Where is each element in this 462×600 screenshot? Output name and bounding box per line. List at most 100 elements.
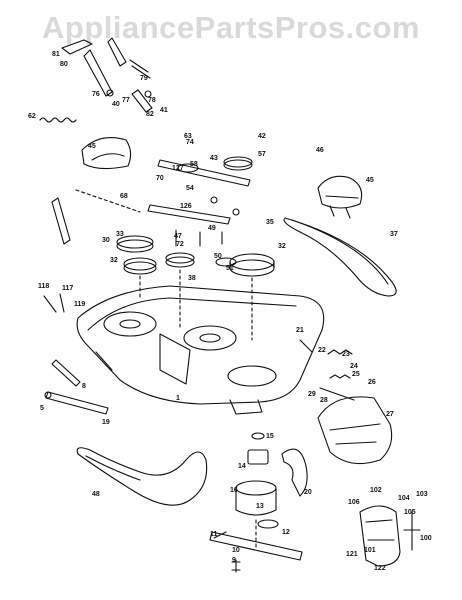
part-callout-77: 77 bbox=[122, 97, 130, 104]
part-callout-45: 45 bbox=[366, 177, 374, 184]
part-callout-126: 126 bbox=[180, 203, 192, 210]
part-callout-32: 32 bbox=[110, 257, 118, 264]
mower-blade bbox=[209, 531, 303, 561]
idler-cover-right bbox=[317, 175, 363, 209]
belt-guard bbox=[317, 396, 393, 465]
pulley bbox=[215, 257, 237, 267]
part-callout-20: 20 bbox=[304, 489, 312, 496]
part-callout-33: 33 bbox=[116, 231, 124, 238]
spindle-bearing bbox=[247, 449, 269, 465]
idler-arm-lower bbox=[147, 204, 231, 225]
part-callout-106: 106 bbox=[348, 499, 360, 506]
part-callout-26: 26 bbox=[368, 379, 376, 386]
part-callouts: 8180767978776240418245637442435758127464… bbox=[28, 51, 432, 572]
part-callout-1: 1 bbox=[176, 395, 180, 402]
part-callout-72: 72 bbox=[176, 241, 184, 248]
idler-arm-upper bbox=[157, 159, 251, 187]
part-callout-121: 121 bbox=[346, 551, 358, 558]
part-callout-11: 11 bbox=[210, 531, 218, 538]
part-callout-79: 79 bbox=[140, 75, 148, 82]
part-callout-100: 100 bbox=[420, 535, 432, 542]
part-callout-23: 23 bbox=[342, 351, 350, 358]
part-callout-47: 47 bbox=[174, 233, 182, 240]
lift-rod bbox=[45, 391, 109, 415]
part-callout-54: 54 bbox=[186, 185, 194, 192]
part-callout-40: 40 bbox=[112, 101, 120, 108]
deck-belt-right bbox=[283, 217, 397, 297]
part-callout-37: 37 bbox=[390, 231, 398, 238]
part-callout-80: 80 bbox=[60, 61, 68, 68]
part-callout-103: 103 bbox=[416, 491, 428, 498]
part-callout-42: 42 bbox=[258, 133, 266, 140]
guard-bracket bbox=[281, 448, 308, 497]
part-callout-27: 27 bbox=[386, 411, 394, 418]
part-callout-51: 51 bbox=[226, 265, 234, 272]
part-callout-45: 45 bbox=[88, 143, 96, 150]
blade-adapter bbox=[257, 519, 279, 529]
idler-pulley bbox=[177, 163, 199, 173]
part-callout-122: 122 bbox=[374, 565, 386, 572]
part-callout-78: 78 bbox=[148, 97, 156, 104]
deck-bracket-left bbox=[51, 197, 71, 245]
part-callout-70: 70 bbox=[156, 175, 164, 182]
part-callout-41: 41 bbox=[160, 107, 168, 114]
deck-belt-lower bbox=[76, 447, 208, 506]
part-callout-14: 14 bbox=[238, 463, 246, 470]
part-callout-58: 58 bbox=[190, 161, 198, 168]
spindle-nut bbox=[251, 432, 265, 440]
pulley bbox=[123, 261, 157, 275]
part-callout-5: 5 bbox=[40, 405, 44, 412]
part-callout-32: 32 bbox=[278, 243, 286, 250]
part-callout-50: 50 bbox=[214, 253, 222, 260]
lift-link bbox=[51, 359, 81, 387]
part-callout-13: 13 bbox=[256, 503, 264, 510]
mower-deck-housing bbox=[76, 285, 325, 415]
watermark: AppliancePartsPros.com bbox=[42, 10, 420, 45]
part-callout-21: 21 bbox=[296, 327, 304, 334]
part-callout-68: 68 bbox=[120, 193, 128, 200]
part-callout-48: 48 bbox=[92, 491, 100, 498]
spindle-housing bbox=[235, 480, 277, 496]
part-callout-30: 30 bbox=[102, 237, 110, 244]
part-callout-62: 62 bbox=[28, 113, 36, 120]
part-callout-118: 118 bbox=[38, 283, 49, 290]
part-callout-16: 16 bbox=[230, 487, 238, 494]
part-callout-35: 35 bbox=[266, 219, 274, 226]
part-callout-38: 38 bbox=[188, 275, 196, 282]
part-callout-119: 119 bbox=[74, 301, 85, 308]
part-callout-25: 25 bbox=[352, 371, 360, 378]
part-callout-81: 81 bbox=[52, 51, 60, 58]
part-callout-49: 49 bbox=[208, 225, 216, 232]
part-callout-46: 46 bbox=[316, 147, 324, 154]
part-callout-9: 9 bbox=[232, 557, 236, 564]
lift-link-assembly bbox=[61, 37, 153, 113]
idler-cover-left bbox=[81, 137, 132, 170]
spring bbox=[39, 117, 77, 123]
part-callout-74: 74 bbox=[186, 139, 194, 146]
part-callout-104: 104 bbox=[398, 495, 410, 502]
part-callout-8: 8 bbox=[82, 383, 86, 390]
part-callout-15: 15 bbox=[266, 433, 274, 440]
part-callout-82: 82 bbox=[146, 111, 154, 118]
discharge-deflector bbox=[359, 505, 401, 567]
part-callout-12: 12 bbox=[282, 529, 290, 536]
part-callout-105: 105 bbox=[404, 509, 416, 516]
part-callout-127: 127 bbox=[172, 165, 184, 172]
part-callout-43: 43 bbox=[210, 155, 218, 162]
part-callout-28: 28 bbox=[320, 397, 328, 404]
part-callout-10: 10 bbox=[232, 547, 240, 554]
part-callout-29: 29 bbox=[308, 391, 316, 398]
part-callout-63: 63 bbox=[184, 133, 192, 140]
part-callout-102: 102 bbox=[370, 487, 382, 494]
part-callout-57: 57 bbox=[258, 151, 266, 158]
part-callout-19: 19 bbox=[102, 419, 110, 426]
part-callout-22: 22 bbox=[318, 347, 326, 354]
part-callout-117: 117 bbox=[62, 285, 73, 292]
part-callout-101: 101 bbox=[364, 547, 376, 554]
pulley bbox=[116, 239, 154, 253]
part-callout-24: 24 bbox=[350, 363, 358, 370]
spindle-pulley-center bbox=[165, 256, 195, 268]
idler-pulley bbox=[223, 159, 253, 171]
part-callout-76: 76 bbox=[92, 91, 100, 98]
